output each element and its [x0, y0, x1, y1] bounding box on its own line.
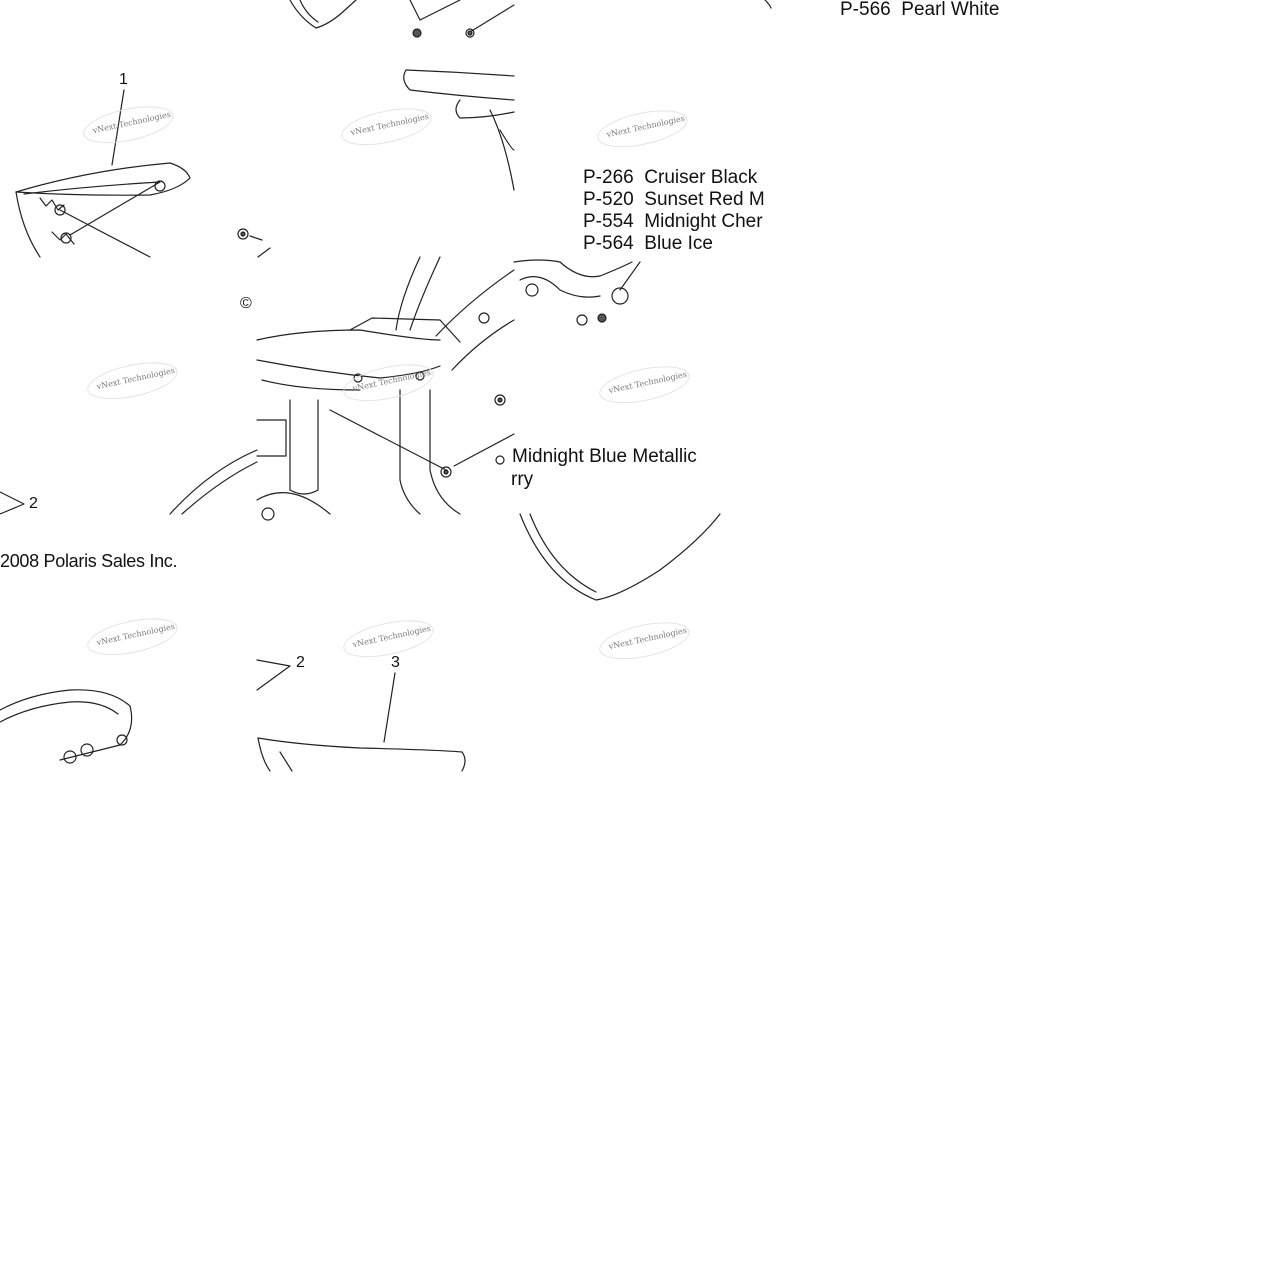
- copyright-text-body: 2008 Polaris Sales Inc.: [0, 551, 178, 571]
- paint-name: Blue Ice: [644, 233, 713, 254]
- paint-code: P-554: [583, 211, 634, 232]
- paint-code: P-266: [583, 167, 634, 188]
- paint-code-row: P-554 Midnight Cher: [583, 212, 763, 231]
- paint-code-row: P-566 Pearl White: [840, 0, 999, 19]
- rear-fender-edge-drawing: [0, 449, 258, 515]
- paint-code-row: P-266 Cruiser Black: [583, 168, 757, 187]
- steering-head-drawing: [513, 259, 641, 326]
- paint-name-fragment: rry: [511, 469, 534, 490]
- paint-code-row: P-520 Sunset Red M: [583, 190, 765, 209]
- fender-tip-drawing: [289, 0, 772, 38]
- paint-code-row: P-564 Blue Ice: [583, 234, 713, 253]
- paint-name: Pearl White: [901, 0, 1000, 20]
- callout-number: 1: [119, 71, 128, 88]
- paint-name: Midnight Cher: [644, 211, 763, 232]
- paint-name-fragment: Midnight Blue Metallic: [512, 446, 697, 467]
- frame-main-drawing: [256, 256, 515, 521]
- paint-code-list: P-266 Cruiser Black P-520 Sunset Red M P…: [514, 0, 771, 257]
- seat-tip-drawing: [519, 513, 721, 601]
- paint-name: Sunset Red M: [644, 189, 765, 210]
- copyright-symbol: ©: [240, 295, 252, 312]
- fender-rail-drawing: [0, 689, 133, 764]
- paint-name: Cruiser Black: [644, 167, 758, 188]
- frame-upper-drawing: [237, 69, 515, 258]
- paint-code: P-564: [583, 233, 634, 254]
- callout-number: 2: [29, 495, 38, 512]
- callout-number: 3: [391, 654, 400, 671]
- side-panel-drawing: [256, 659, 466, 772]
- copyright-text: 2008 Polaris Sales Inc.: [0, 551, 178, 571]
- paint-code: P-566: [840, 0, 891, 20]
- callout-number: 2: [296, 654, 305, 671]
- paint-code: P-520: [583, 189, 634, 210]
